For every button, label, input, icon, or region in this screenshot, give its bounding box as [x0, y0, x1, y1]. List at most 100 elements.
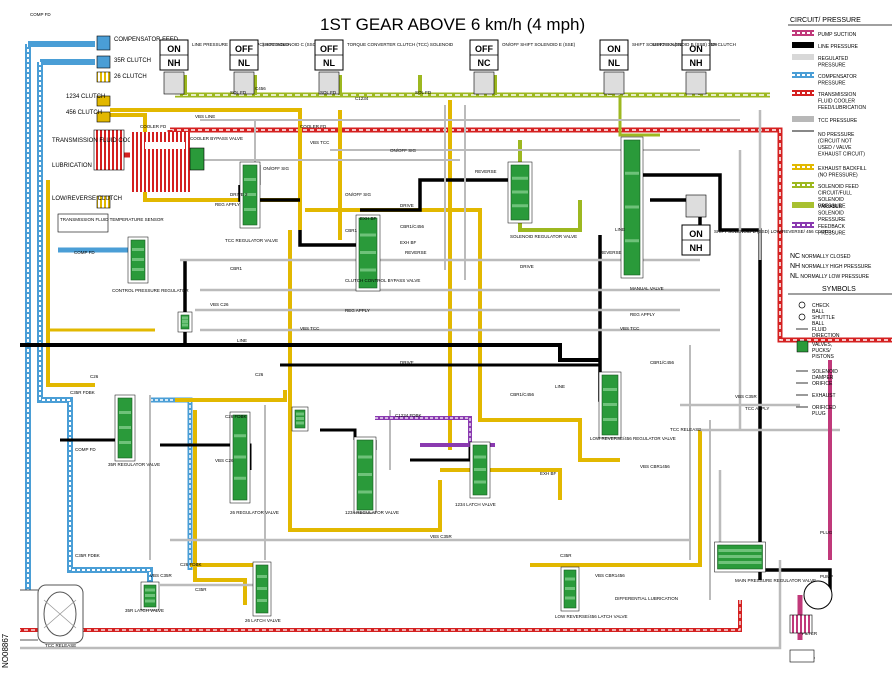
legend-title: CIRCUIT/ PRESSURE [790, 17, 861, 24]
circuit-label-vbs-c35r-2: VBS C35R [150, 573, 173, 578]
circuit-label-tcc-release: TCC RELEASE [45, 643, 76, 648]
solenoid-type: NL [608, 58, 620, 68]
circuit-label-sol-fd-3: SOL FD [415, 90, 432, 95]
lowrev-block [96, 195, 111, 209]
legend-item-label: EXHAUST CIRCUIT) [818, 152, 865, 158]
legend-item-label: EXHAUST BACKFILL [818, 166, 867, 172]
r1234-regulator-label: 1234 REGULATOR VALVE [345, 510, 399, 515]
circuit-label-exh-bf-2: EXH BF [400, 240, 417, 245]
r26-regulator-label: 26 REGULATOR VALVE [230, 510, 279, 515]
legend-item-backfill: EXHAUST BACKFILL(NO PRESSURE) [792, 164, 867, 179]
solenoid-6: ON NH SHIFT SOLENOID B (SSB) 35R CLUTCH [652, 39, 736, 95]
comp-regulator-label: CONTROL PRESSURE REGULATOR [112, 288, 189, 293]
latch1234-label: 1234 LATCH VALVE [455, 502, 496, 507]
circuit-label-cooler-fd-2: COOLER FD [300, 124, 327, 129]
circuit-label-c35r-2: C35R [195, 587, 207, 592]
compensator-feed-label: COMPENSATOR FEED [114, 37, 179, 43]
circuit-label-reg-apply-3: REG APPLY [630, 312, 655, 317]
compensator-feed-block [96, 35, 111, 51]
legend-item-label: PRESSURE [818, 204, 846, 210]
circuit-label-cbr1-c456-2: CBR1/C456 [650, 360, 675, 365]
c35r-clutch-label: 35R CLUTCH [114, 58, 151, 64]
legend-item-label: PRESSURE [818, 81, 846, 87]
valve-labels: TCC REGULATOR VALVE CLUTCH CONTROL BYPAS… [108, 234, 833, 661]
circuit-label-c35r-fdbk-2: C35R FDBK [75, 553, 100, 558]
circuit-label-reverse-2: REVERSE [600, 250, 622, 255]
legend-abbrev-nh: NH NORMALLY HIGH PRESSURE [790, 263, 872, 270]
legend-item-label: CIRCUIT/FULL [818, 191, 852, 197]
symbol-valves-pucks-pistons: VALVES,PUCKS/PISTONS [796, 340, 835, 360]
filter-label: FILTER [802, 631, 818, 636]
legend-item-label: FEED/LUBRICATION [818, 105, 866, 111]
circuit-label-reverse: REVERSE [475, 169, 497, 174]
symbols-title: SYMBOLS [822, 286, 856, 293]
legend-item-label: LINE PRESSURE [818, 44, 859, 50]
circuit-label-comp-fd-2: COMP FD [74, 250, 95, 255]
solenoid-state: ON [689, 44, 703, 54]
valve-spool [177, 311, 193, 333]
c35r-block [96, 55, 111, 69]
circuit-label-cbr1-c456: CBR1/C456 [400, 224, 425, 229]
symbol-label: BALL [812, 321, 824, 327]
circuit-label-vbs-cbr1456-2: VBS CBR1456 [640, 464, 670, 469]
legend-item-tcc: TCC PRESSURE [792, 116, 858, 124]
c26-block [96, 71, 111, 83]
lowrev-regulator-label: LOW REVERSE/456 REGULATOR VALVE [590, 436, 676, 441]
circuit-label-exh-bf: EXH BF [360, 216, 377, 221]
c26-clutch-label: 26 CLUTCH [114, 74, 147, 80]
legend-item-label: PRESSURE [818, 231, 846, 237]
left-clutch-panel: COMPENSATOR FEED 35R CLUTCH 26 CLUTCH 12… [52, 35, 179, 233]
valve-spool [291, 406, 309, 432]
symbol-label: CHECK [812, 303, 830, 309]
circuit-label-vbs-c35r-3: VBS C35R [735, 394, 758, 399]
circuit-label-drive-2: DRIVE [400, 360, 414, 365]
legend-abbrev-nc: NC NORMALLY CLOSED [790, 253, 851, 260]
circuit-label-c456: C456 [255, 86, 266, 91]
symbol-label: SOLENOID [812, 369, 838, 375]
valve-bodies [114, 136, 766, 617]
circuit-label-c26-2: C26 [255, 372, 264, 377]
solenoid-type: NH [690, 58, 703, 68]
legend-item-label: SOLENOID FEED [818, 184, 859, 190]
legend-item-label: SOLENOID [818, 211, 844, 217]
circuit-label-c35r: C35R [560, 553, 572, 558]
circuit-label-vbs-tcc-2: VBS TCC [300, 326, 320, 331]
symbol-exhaust: EXHAUST [796, 393, 836, 399]
valve-spool [714, 541, 766, 573]
valve-spool [239, 161, 261, 229]
c1234-clutch-label: 1234 CLUTCH [66, 94, 105, 100]
symbol-label: ORIFICE [812, 381, 833, 387]
tcc-regulator-label: TCC REGULATOR VALVE [225, 238, 278, 243]
c456-block [96, 111, 111, 123]
legend-item-label: PRESSURE [818, 63, 846, 69]
page-code: NO08867 [1, 633, 10, 668]
solenoid-label: SHIFT SOLENOID D (SSD) LOW/REVERSE/ 456 … [714, 229, 833, 234]
symbols-panel: SYMBOLS CHECKBALLSHUTTLEBALLFLUIDDIRECTI… [788, 286, 892, 417]
symbol-label: SHUTTLE [812, 315, 835, 321]
solenoid-type: NH [690, 243, 703, 253]
legend-item-line: LINE PRESSURE [792, 42, 859, 50]
solenoid-type: NC [478, 58, 491, 68]
symbol-label: PLUG [812, 411, 826, 417]
circuit-label-c35r-fdbk: C35R FDBK [70, 390, 95, 395]
solenoid-label: SHIFT SOLENOID B (SSB) 35R CLUTCH [652, 42, 736, 47]
circuit-label-reg-apply: REG APPLY [215, 202, 240, 207]
circuit-label-c26: C26 [90, 374, 99, 379]
symbol-label: DAMPER [812, 375, 834, 381]
valve-spool [507, 161, 533, 224]
circuit-label-c26-fdbk: C26 FDBK [225, 414, 247, 419]
valve-spool [140, 581, 160, 611]
legend-item-label: NO PRESSURE [818, 132, 855, 138]
c1234-block [96, 95, 111, 107]
symbol-label: PUCKS/ [812, 348, 831, 354]
